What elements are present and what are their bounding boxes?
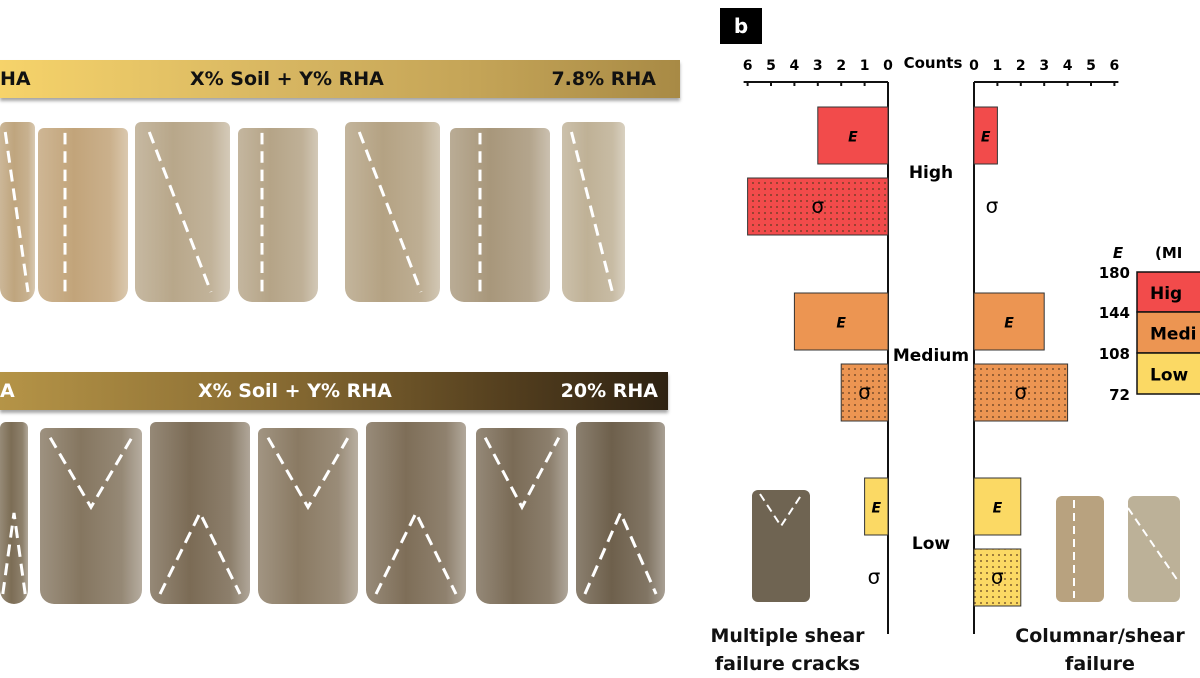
crack-line (583, 509, 658, 595)
tick-label-left: 5 (766, 58, 776, 74)
legend-tick: 144 (1099, 304, 1130, 322)
left-caption: Multiple shear failure cracks (710, 625, 865, 675)
bar-label-E: E (993, 501, 1003, 517)
tick-label-left: 6 (743, 58, 753, 74)
bar-label-sigma: σ (811, 194, 824, 218)
tick-label-right: 3 (1039, 58, 1049, 74)
specimen-top-5 (345, 122, 440, 302)
bar-dots (974, 549, 1021, 606)
bar-label-E: E (1004, 316, 1014, 332)
crack-line (63, 132, 67, 298)
specimen-top-6 (450, 128, 550, 302)
crack-line (158, 509, 242, 595)
tick-label-left: 2 (836, 58, 846, 74)
crack-line (1, 512, 27, 595)
tick-label-left: 4 (790, 58, 800, 74)
specimen-bottom-2 (40, 428, 142, 604)
legend-tick: 108 (1099, 345, 1130, 363)
band-center-label: X% Soil + Y% RHA (190, 68, 384, 90)
crack-line (260, 132, 264, 298)
axis-title: Counts (904, 54, 963, 72)
crack-line (569, 131, 614, 293)
bar-dots (974, 364, 1068, 421)
specimen-bottom-1 (0, 422, 28, 604)
legend-swatch-hig (1136, 271, 1200, 313)
crack-line (147, 131, 213, 293)
tick-label-left: 0 (883, 58, 893, 74)
specimen-bottom-7 (576, 422, 665, 604)
bar-left_group-E-Medium (793, 292, 889, 351)
tick-label-left: 3 (813, 58, 823, 74)
legend-symbol: E (1113, 244, 1124, 262)
band-center-label: X% Soil + Y% RHA (198, 380, 392, 402)
failure-example-photo (1056, 496, 1104, 602)
tick-label-right: 2 (1016, 58, 1026, 74)
tick-label-left: 1 (860, 58, 870, 74)
tick-label-right: 6 (1110, 58, 1120, 74)
bar-label-sigma: σ (1014, 380, 1027, 404)
specimen-top-4 (238, 128, 318, 302)
bar-right_group-E-Medium (973, 292, 1045, 351)
bar-label-sigma: σ (868, 565, 881, 589)
tick-label-right: 0 (969, 58, 979, 74)
crack-line (1127, 507, 1179, 582)
crack-line (48, 436, 134, 511)
band-right-label: 20% RHA (560, 380, 658, 402)
bar-right_group-E-High (973, 106, 998, 165)
legend-swatch-low (1136, 352, 1200, 395)
failure-example-photo (752, 490, 810, 602)
bar-label-E: E (848, 130, 858, 146)
bar-label-E: E (836, 316, 846, 332)
specimen-top-1 (0, 122, 35, 302)
failure-example-photo (1127, 496, 1180, 602)
bar-right_group-E-Low (973, 477, 1022, 536)
specimen-top-3 (135, 122, 230, 302)
bar-left_group-E-Low (864, 477, 889, 536)
bar-label-E: E (872, 501, 882, 517)
bar-dots (747, 178, 888, 235)
specimen-bottom-3 (150, 422, 250, 604)
specimen-top-2 (38, 128, 128, 302)
legend-tick: 180 (1099, 264, 1130, 282)
band-left-label: A (0, 380, 15, 402)
specimen-image (1128, 496, 1180, 602)
specimen-image (752, 490, 810, 602)
panel-label: b (720, 8, 762, 44)
bar-label-sigma: σ (858, 380, 871, 404)
crack-line (483, 437, 561, 511)
legend-label: Hig (1150, 284, 1182, 304)
category-label: Medium (893, 346, 969, 366)
specimen-bottom-6 (476, 428, 568, 604)
legend-tick: 72 (1109, 386, 1130, 404)
tick-label-right: 4 (1063, 58, 1073, 74)
specimen-bottom-4 (258, 428, 358, 604)
top-band: HA X% Soil + Y% RHA 7.8% RHA (0, 60, 680, 98)
tick-label-right: 5 (1086, 58, 1096, 74)
right-caption: Columnar/shear failure (1015, 625, 1185, 675)
legend-label: Medi (1150, 325, 1196, 345)
tick-label-right: 1 (993, 58, 1003, 74)
legend-unit: (MI (1155, 244, 1182, 262)
bottom-band: A X% Soil + Y% RHA 20% RHA (0, 372, 668, 410)
bar-dots (841, 364, 888, 421)
category-label: Low (912, 534, 951, 554)
crack-line (374, 509, 458, 595)
bar-label-sigma: σ (986, 194, 999, 218)
crack-line (478, 132, 482, 298)
crack-line (357, 131, 423, 293)
band-left-label: HA (0, 68, 31, 90)
specimen-image (1056, 496, 1104, 602)
bar-label-sigma: σ (991, 565, 1004, 589)
crack-line (266, 436, 350, 511)
crack-line (3, 131, 30, 293)
category-label: High (909, 163, 953, 183)
specimen-bottom-5 (366, 422, 466, 604)
specimen-top-7 (562, 122, 625, 302)
bar-left_group-E-High (817, 106, 889, 165)
band-right-label: 7.8% RHA (551, 68, 656, 90)
bar-label-E: E (981, 130, 991, 146)
legend-label: Low (1150, 366, 1189, 386)
